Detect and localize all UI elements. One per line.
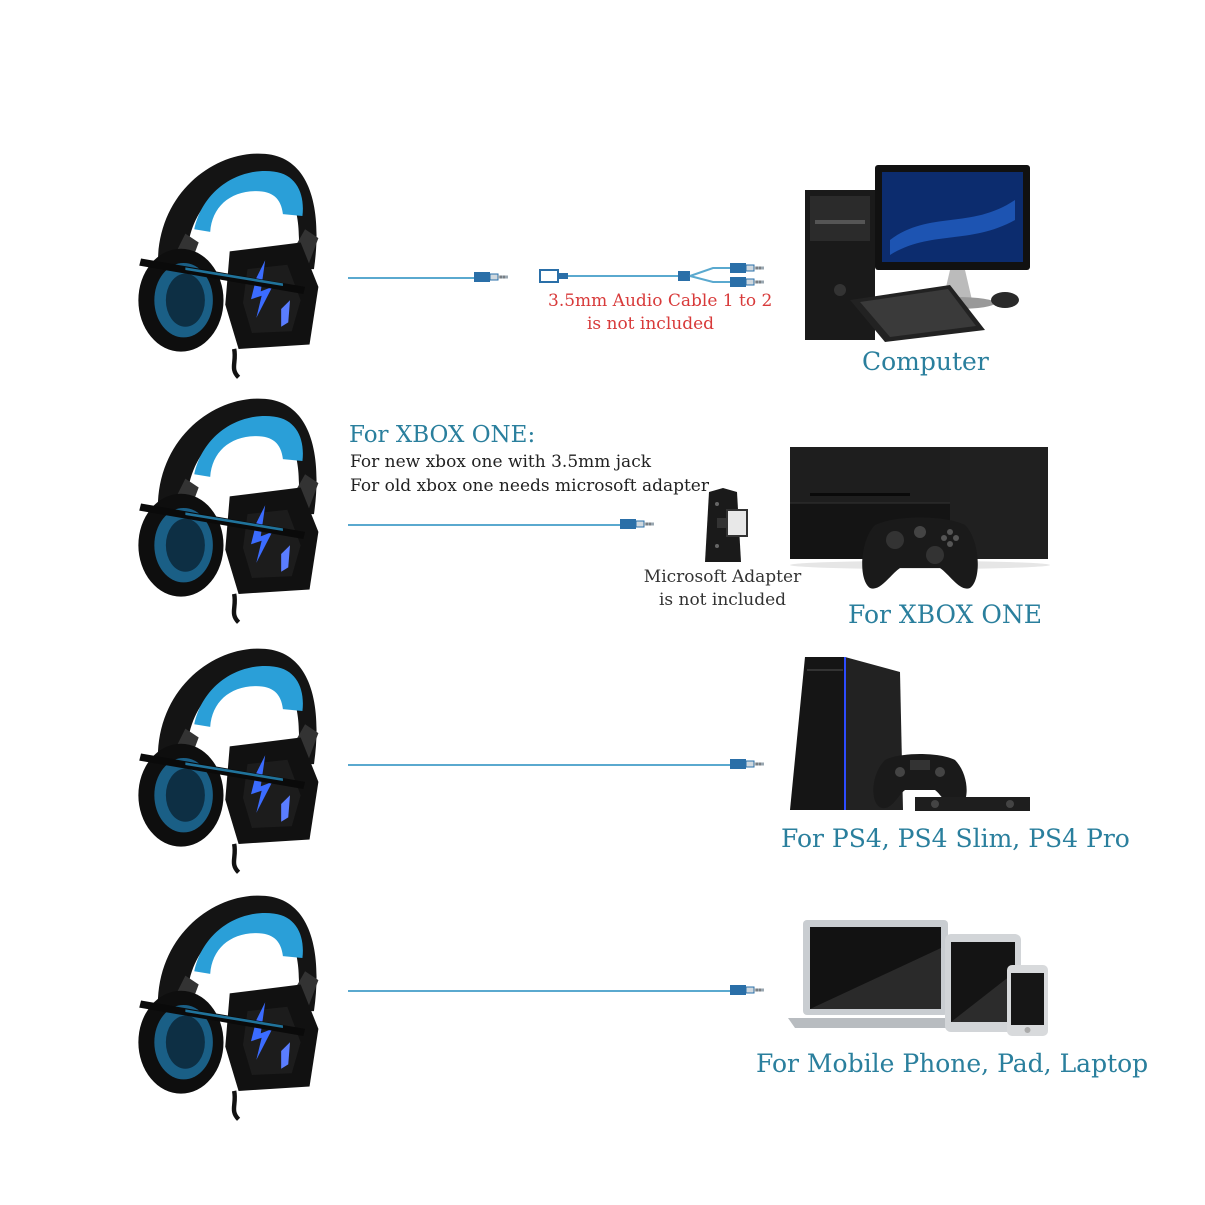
xbox-controller-icon (862, 517, 978, 589)
jack-plug-icon (730, 985, 765, 996)
cable-line (348, 524, 624, 526)
phone-icon (1007, 965, 1048, 1036)
device-label-ps4: For PS4, PS4 Slim, PS4 Pro (781, 824, 1130, 853)
ps4-controller-icon (873, 754, 967, 809)
headset-icon (120, 145, 335, 380)
headset-icon (120, 640, 335, 875)
splitter-cable-icon (539, 262, 765, 288)
note-line-2: is not included (586, 314, 715, 334)
cable-line (348, 990, 734, 992)
cable-not-included-note: 3.5mm Audio Cable 1 to 2 is not included (548, 290, 773, 336)
tablet-icon (945, 934, 1021, 1032)
headset-icon (120, 887, 335, 1122)
device-label-mobile: For Mobile Phone, Pad, Laptop (756, 1049, 1149, 1078)
xbox-info-line-2: For old xbox one needs microsoft adapter (350, 476, 709, 496)
jack-plug-icon (474, 272, 509, 283)
adapter-not-included-note: Microsoft Adapter is not included (640, 566, 805, 612)
ps4-camera-icon (915, 797, 1030, 811)
jack-plug-icon (730, 759, 765, 770)
microsoft-adapter-icon (705, 488, 748, 562)
adapter-line-1: Microsoft Adapter (643, 567, 802, 587)
computer-icon (805, 165, 1030, 342)
laptop-icon (788, 920, 963, 1028)
device-label-computer: Computer (862, 347, 989, 376)
headset-icon (120, 390, 335, 625)
device-label-xbox: For XBOX ONE (848, 600, 1042, 629)
cable-line (348, 764, 734, 766)
adapter-line-2: is not included (658, 590, 787, 610)
note-line-1: 3.5mm Audio Cable 1 to 2 (548, 291, 773, 311)
jack-plug-icon (620, 519, 655, 530)
xbox-heading: For XBOX ONE: (349, 422, 536, 448)
xbox-info-line-1: For new xbox one with 3.5mm jack (350, 452, 652, 472)
ps4-console-icon (790, 657, 903, 810)
cable-line (348, 277, 478, 279)
